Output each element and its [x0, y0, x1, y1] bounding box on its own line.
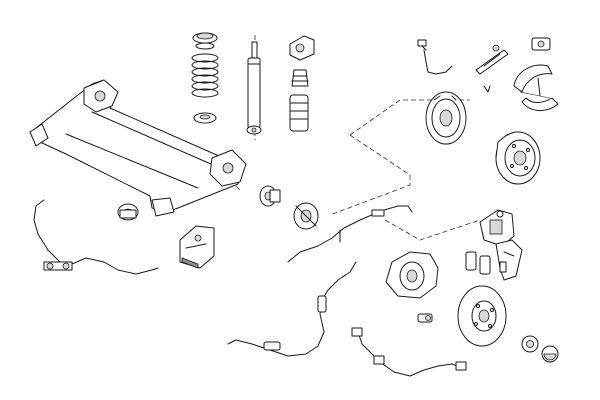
- abs-sensor: [417, 313, 433, 323]
- brake-drum: [495, 131, 541, 185]
- axle-bush: [117, 203, 139, 221]
- handbrake-cable-left: [33, 199, 159, 275]
- brake-pads: [465, 251, 507, 275]
- brake-backing-plate: [425, 91, 467, 145]
- wheel-cylinder: [531, 37, 551, 51]
- brake-shoes: [513, 64, 559, 111]
- shock-absorber: [246, 41, 262, 135]
- strut-top-mount: [289, 35, 315, 61]
- wheel-bearing: [521, 335, 539, 353]
- brake-caliper: [479, 209, 515, 247]
- wheel-hub: [293, 202, 319, 230]
- disc-splash-shield: [385, 251, 439, 299]
- dust-boot: [289, 94, 309, 132]
- bump-stop: [291, 69, 309, 87]
- axle-mounting-bracket: [179, 225, 215, 269]
- coil-spring: [191, 53, 219, 98]
- stub-axle: [259, 185, 281, 207]
- caliper-bracket: [495, 239, 523, 281]
- rear-axle-beam: [29, 79, 247, 217]
- assembly-guide-lines: [224, 35, 500, 306]
- upper-spring-mount: [192, 32, 218, 50]
- brake-hose-upper: [287, 205, 413, 263]
- brake-adjuster-parts: [475, 44, 509, 93]
- abs-sensor-cable: [351, 327, 467, 377]
- hub-dust-cap: [541, 345, 559, 363]
- brake-disc: [457, 285, 507, 347]
- brake-pipe-top: [417, 39, 453, 75]
- lower-spring-seat: [193, 112, 217, 124]
- handbrake-cable-right: [227, 261, 357, 357]
